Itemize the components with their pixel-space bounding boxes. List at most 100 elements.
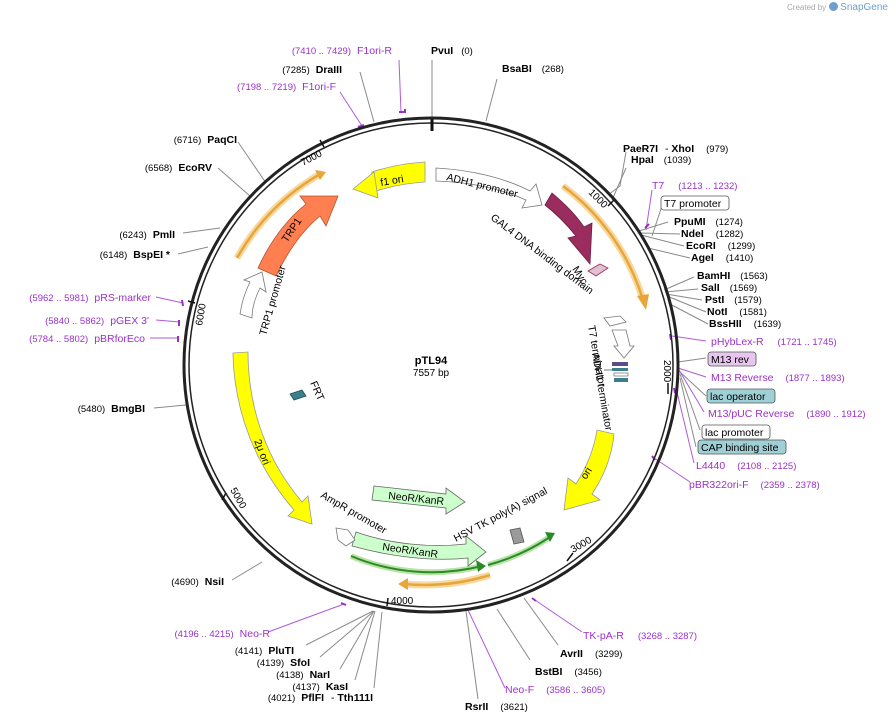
- enzyme-pmli[interactable]: (6243)PmlI: [119, 229, 175, 241]
- enzyme-ndei[interactable]: NdeI(1282): [681, 228, 743, 240]
- plasmid-length: 7557 bp: [413, 368, 450, 379]
- line-agei: [647, 247, 691, 259]
- primer-t7[interactable]: T7(1213 .. 1232): [652, 180, 737, 192]
- primer-prs-marker[interactable]: (5962 .. 5981)pRS-marker: [29, 292, 151, 304]
- enzyme-pvui[interactable]: PvuI(0): [431, 45, 473, 57]
- primer-pbr322ori-f[interactable]: pBR322ori-F(2359 .. 2378): [689, 479, 820, 491]
- primer-neo-f[interactable]: Neo-F(3586 .. 3605): [505, 684, 605, 696]
- line-neof: [467, 609, 506, 689]
- two-mu-ori-feature: [232, 351, 313, 525]
- enzyme-bmgbi[interactable]: (5480)BmgBI: [78, 403, 145, 415]
- m13-rev-label[interactable]: M13 rev: [711, 354, 750, 366]
- tick-label-2000: 2000: [661, 360, 672, 383]
- enzyme-psti[interactable]: PstI(1579): [705, 294, 762, 306]
- neor-lower-feature: [351, 531, 487, 567]
- line-rsrii: [465, 610, 479, 700]
- enzyme-bstbi[interactable]: BstBI(3456): [535, 666, 602, 678]
- enzyme-agei[interactable]: AgeI(1410): [691, 252, 753, 264]
- backbone-outer: [182, 116, 680, 614]
- line-lacop: [679, 371, 707, 397]
- enzyme-rsrii[interactable]: RsrII(3621): [465, 701, 528, 713]
- enzyme-kasi[interactable]: (4137)KasI: [292, 681, 348, 693]
- line-pbr322: [653, 457, 691, 483]
- enzyme-pflfi-tth111i[interactable]: (4021)PflFI - Tth111I: [268, 692, 373, 704]
- enzyme-ppumi[interactable]: PpuMI(1274): [674, 216, 743, 228]
- orange-track-left-head: [315, 170, 326, 180]
- mark-tkpar: [531, 597, 537, 602]
- line-bamhi: [663, 276, 695, 291]
- line-l4440: [675, 387, 695, 464]
- neor-upper-label: NeoR/KanR: [388, 490, 445, 508]
- tick-4000-line: [386, 597, 389, 607]
- primer-m13-puc-reverse[interactable]: M13/pUC Reverse(1890 .. 1912): [708, 408, 866, 420]
- enzyme-pluti[interactable]: (4141)PluTI: [235, 645, 294, 657]
- cap-binding-site-label[interactable]: CAP binding site: [701, 442, 779, 454]
- tick-label-6000: 6000: [194, 302, 209, 326]
- t7-terminator-feature: [603, 315, 627, 327]
- enzyme-sfoi[interactable]: (4139)SfoI: [257, 657, 310, 669]
- orange-track-bottom-head: [398, 578, 408, 590]
- enzyme-ecorv[interactable]: (6568)EcoRV: [145, 162, 212, 174]
- enzyme-bsabi[interactable]: BsaBI(268): [502, 63, 564, 75]
- enzyme-bsshii[interactable]: BssHII(1639): [709, 318, 781, 330]
- enzyme-sali[interactable]: SalI(1569): [701, 282, 757, 294]
- tick-7000-line: [319, 139, 325, 148]
- trp1-promoter-feature: [239, 271, 267, 319]
- neor-upper-feature: [371, 485, 466, 515]
- orange-track-left-line: [235, 171, 323, 259]
- enzyme-bamhi[interactable]: BamHI(1563): [697, 270, 768, 282]
- line-m13reverse: [677, 367, 707, 378]
- primer-neo-r[interactable]: (4196 .. 4215)Neo-R: [175, 628, 271, 640]
- line-f1ori-r: [398, 59, 402, 113]
- line-pflfi: [373, 611, 383, 689]
- line-ppumi: [638, 221, 669, 232]
- line-nsii: [231, 561, 263, 581]
- line-t7prom: [651, 205, 663, 237]
- line-avrii: [523, 597, 559, 646]
- line-neor: [267, 603, 345, 633]
- primer-l4440[interactable]: L4440(2108 .. 2125): [696, 460, 796, 472]
- t7-promoter-box: [660, 195, 730, 211]
- primer-tk-pa-r[interactable]: TK-pA-R(3268 .. 3287): [583, 630, 697, 642]
- t7-promoter-label[interactable]: T7 promoter: [664, 198, 722, 210]
- enzyme-draiii[interactable]: (7285)DraIII: [282, 64, 342, 76]
- enzyme-nsii[interactable]: (4690)NsiI: [171, 576, 224, 588]
- enzyme-avrii[interactable]: AvrII(3299): [560, 648, 622, 660]
- ori-label: ori: [578, 465, 594, 481]
- enzyme-hpai[interactable]: HpaI(1039): [631, 154, 691, 166]
- feature-cluster-d: [614, 378, 628, 382]
- enzyme-bspei[interactable]: (6148)BspEI *: [100, 249, 171, 261]
- enzyme-nari[interactable]: (4138)NarI: [276, 669, 330, 681]
- myc-feature: [587, 263, 609, 277]
- primer-pbrforeco[interactable]: (5784 .. 5802)pBRforEco: [29, 333, 145, 345]
- tick-3000-line: [566, 552, 574, 562]
- enzyme-noti[interactable]: NotI(1581): [707, 306, 767, 318]
- lac-promoter-label[interactable]: lac promoter: [705, 427, 764, 439]
- adh1-terminator-label: ADH1 terminator: [589, 352, 614, 432]
- line-m13rev: [677, 357, 707, 363]
- f1-ori-feature: [369, 161, 426, 196]
- line-paqci: [237, 141, 267, 184]
- primer-pgex-3[interactable]: (5840 .. 5862)pGEX 3': [45, 315, 149, 327]
- enzyme-ecori[interactable]: EcoRI(1299): [686, 240, 755, 252]
- plasmid-name: pTL94: [415, 355, 448, 367]
- line-t7: [645, 189, 653, 231]
- line-f1ori-f: [339, 91, 363, 127]
- line-cap: [679, 377, 697, 448]
- snapgene-logo-icon: [829, 2, 839, 11]
- enzyme-paer7i-xhoi[interactable]: PaeR7I - XhoI(979): [623, 143, 728, 155]
- gal4-feature: [544, 192, 593, 266]
- mark-neor: [340, 602, 347, 606]
- frt-feature: [289, 389, 307, 401]
- lac-operator-label[interactable]: lac operator: [710, 391, 766, 403]
- callout-lines: [153, 60, 709, 700]
- primer-m13-reverse[interactable]: M13 Reverse(1877 .. 1893): [711, 372, 845, 384]
- scale-ticks: [187, 139, 669, 607]
- line-paer7i: [607, 151, 627, 196]
- primer-f1ori-r[interactable]: (7410 .. 7429)F1ori-R: [292, 45, 393, 57]
- line-draiii: [359, 71, 375, 123]
- enzyme-paqci[interactable]: (6716)PaqCI: [174, 134, 237, 146]
- primer-f1ori-f[interactable]: (7198 .. 7219)F1ori-F: [237, 81, 336, 93]
- line-pmli: [182, 227, 221, 234]
- primer-phyblex-r[interactable]: pHybLex-R(1721 .. 1745): [711, 336, 837, 348]
